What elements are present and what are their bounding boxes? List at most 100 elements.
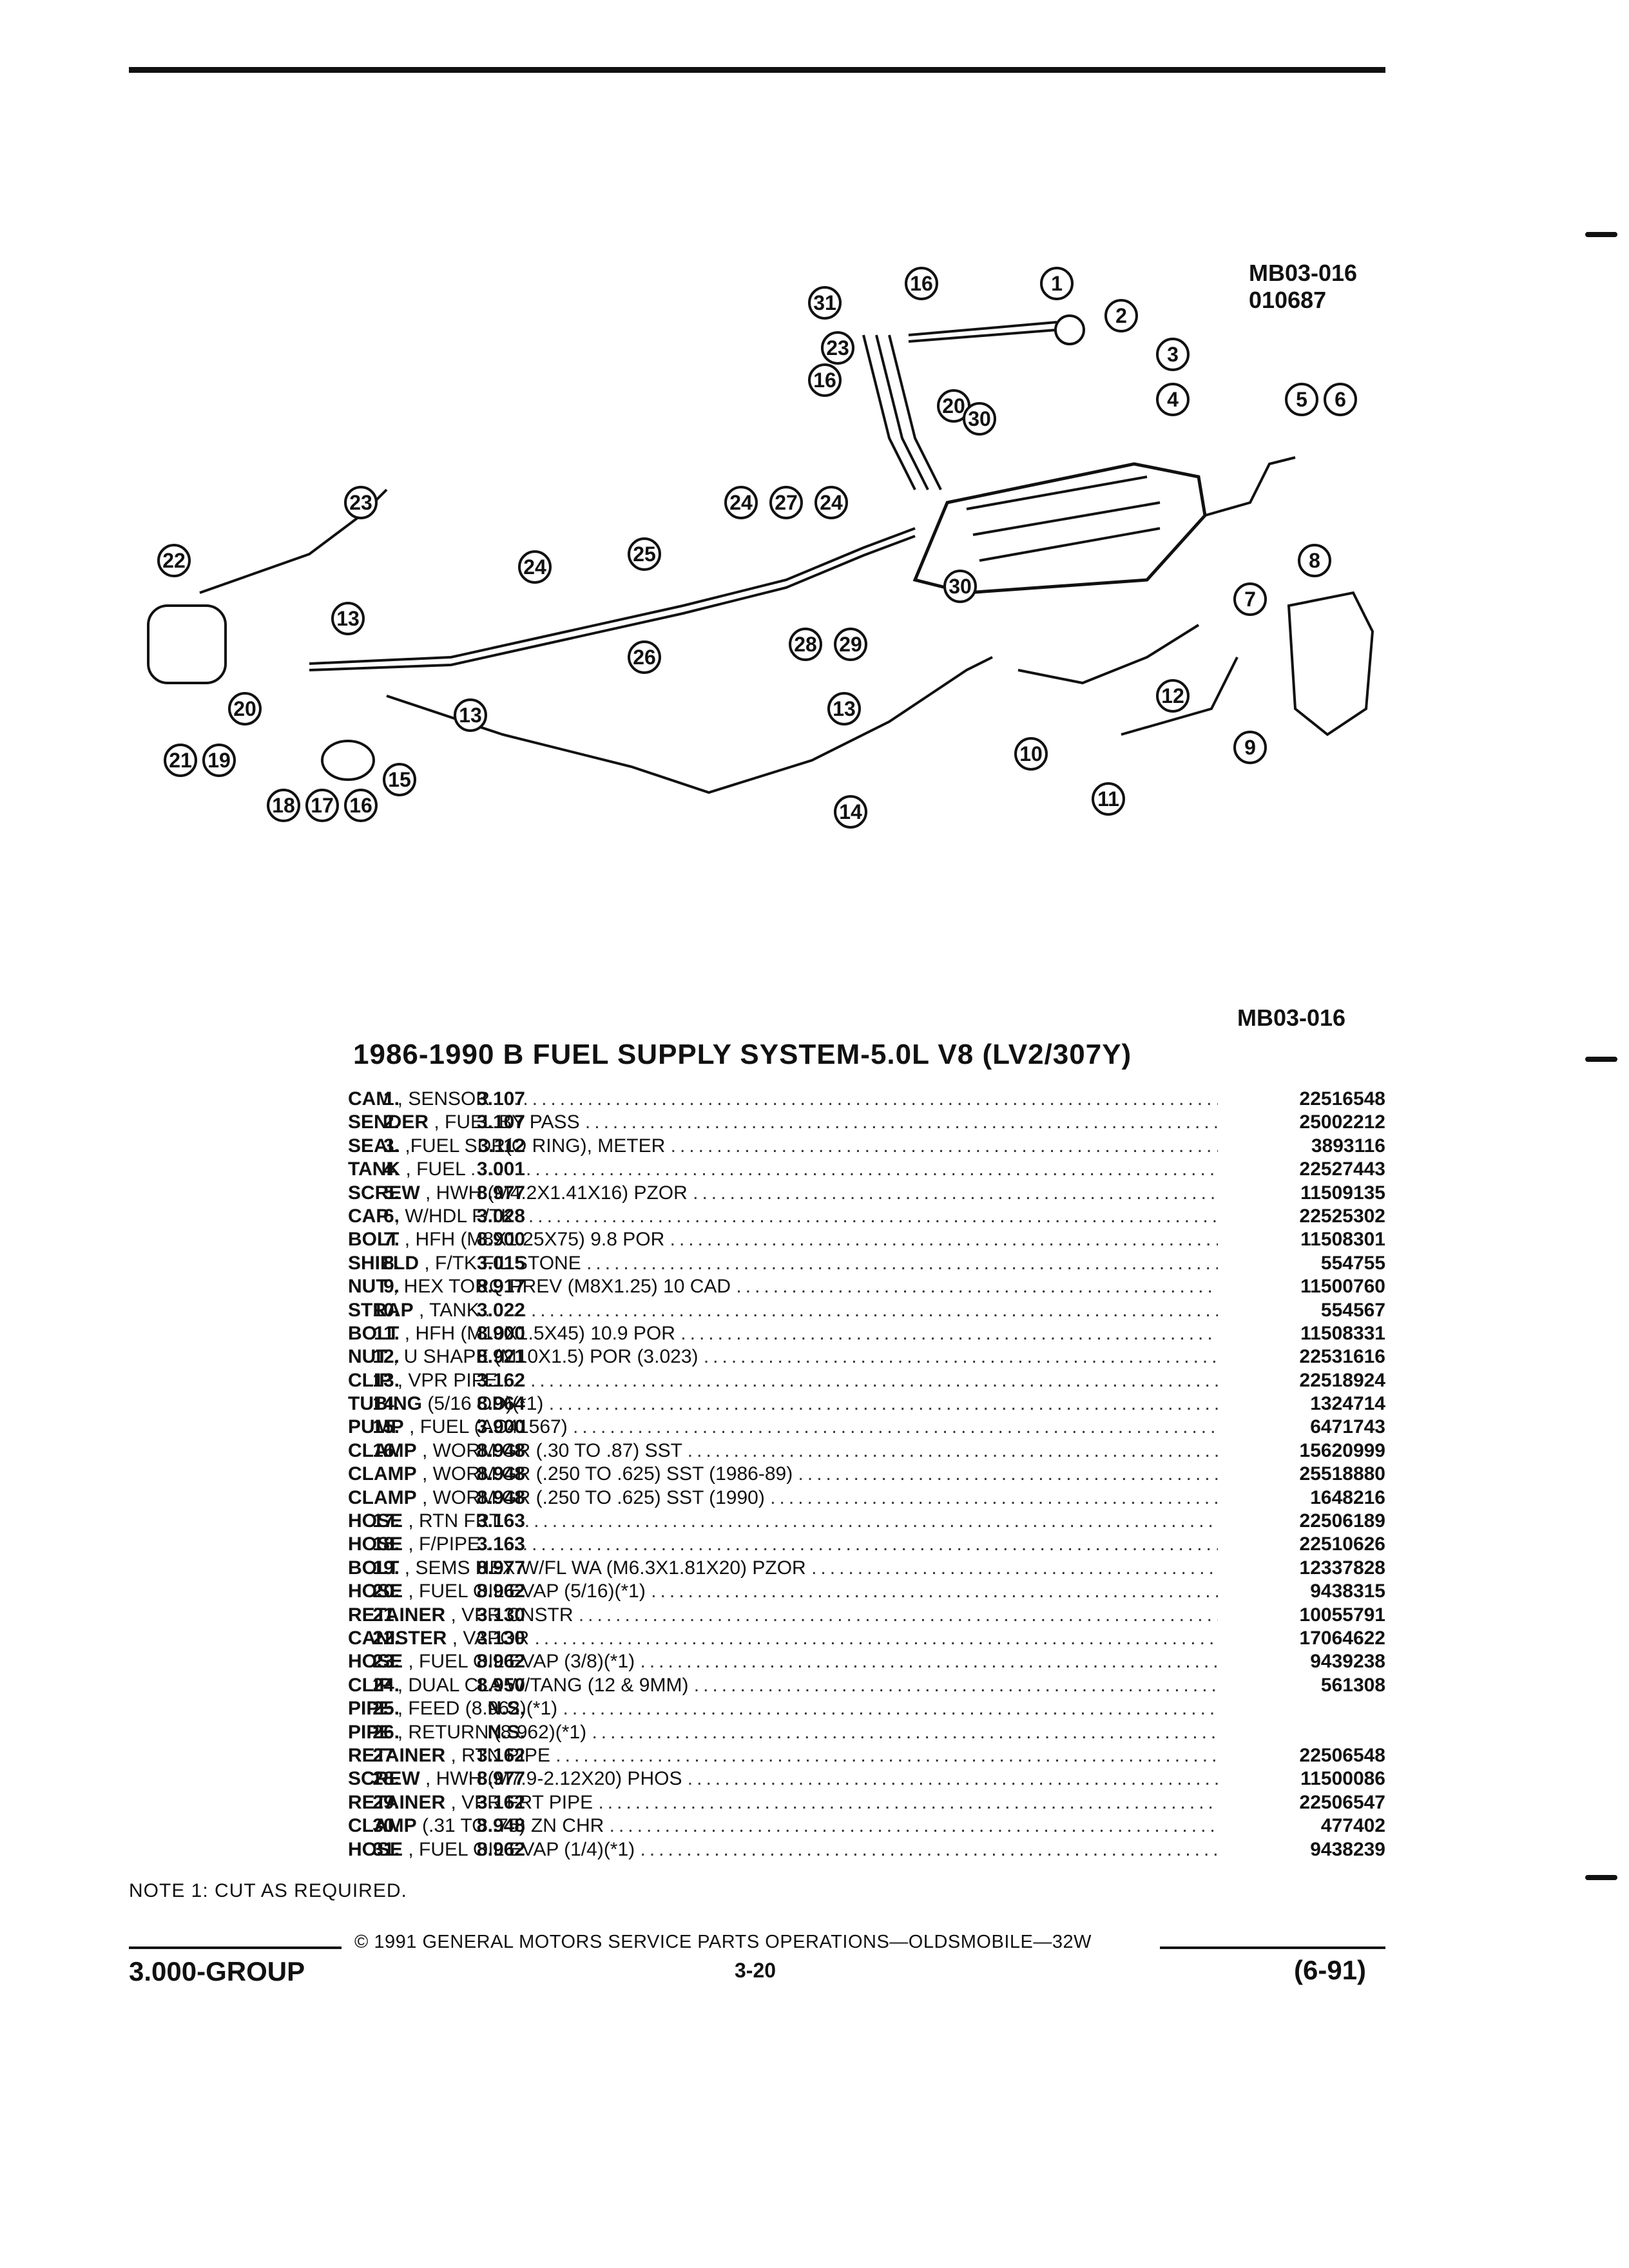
part-description: CLAMP , WORM GR (.30 TO .87) SST .......… — [348, 1439, 1218, 1463]
callout-13b: 13 — [454, 698, 487, 732]
leader-dots: ........................................… — [534, 1627, 1218, 1649]
part-group: 8.921 — [476, 1346, 525, 1368]
part-description: SHIELD , F/TK FIL STONE ................… — [348, 1252, 1218, 1275]
callout-24c: 24 — [815, 486, 848, 519]
part-description: CLAMP (.31 TO .75) ZN CHR ..............… — [348, 1814, 1218, 1838]
part-detail: (.31 TO .75) ZN CHR — [422, 1815, 604, 1837]
svg-text:30: 30 — [968, 407, 991, 430]
part-description: SEAL ,FUEL SDR(O RING), METER ..........… — [348, 1135, 1218, 1158]
leader-dots: ........................................… — [485, 1533, 1218, 1555]
callout-13c: 13 — [827, 692, 861, 726]
vapor-canister — [147, 604, 227, 684]
part-catalog-number: 10055791 — [1294, 1603, 1385, 1627]
callout-11: 11 — [1092, 782, 1125, 816]
part-catalog-number: 1324714 — [1305, 1392, 1385, 1416]
part-catalog-number: 22506547 — [1294, 1791, 1385, 1814]
svg-text:15: 15 — [388, 768, 411, 791]
part-group: 3.107 — [476, 1111, 525, 1133]
part-group: 8.977 — [476, 1557, 525, 1579]
part-number: 27. — [372, 1744, 400, 1766]
edge-mark — [1585, 1057, 1617, 1062]
part-group: 3.162 — [476, 1744, 525, 1766]
part-name: NUT — [348, 1276, 388, 1298]
leader-dots: ........................................… — [640, 1651, 1218, 1673]
part-catalog-number: 11508301 — [1295, 1228, 1385, 1252]
part-description: PUMP , FUEL (AC41567) ..................… — [348, 1416, 1218, 1439]
part-description: HOSE , RTN FRT .........................… — [348, 1510, 1218, 1533]
part-description: RETAINER , VPR FRT PIPE ................… — [348, 1791, 1218, 1814]
part-name: SCREW — [348, 1182, 420, 1204]
callout-28: 28 — [789, 628, 822, 661]
part-detail: , FUEL — [405, 1158, 465, 1180]
part-detail: , W/HDL F/TK — [394, 1205, 514, 1227]
svg-text:5: 5 — [1296, 388, 1307, 411]
callout-12: 12 — [1156, 679, 1190, 713]
svg-text:13: 13 — [336, 607, 360, 630]
part-description: HOSE , F/PIPE ..........................… — [348, 1533, 1218, 1556]
part-description: CLAMP , WORM GR (.250 TO .625) SST (1990… — [348, 1486, 1218, 1510]
svg-text:22: 22 — [162, 549, 186, 572]
leader-dots: ........................................… — [687, 1768, 1218, 1790]
part-description: PIPE , RETURN (8.962)(*1) ..............… — [348, 1721, 1218, 1744]
part-catalog-number: 554567 — [1315, 1298, 1385, 1322]
part-number: 28. — [372, 1768, 400, 1790]
svg-text:26: 26 — [633, 646, 656, 669]
part-description: CLIP , VPR PIPE ........................… — [348, 1369, 1218, 1392]
svg-text:27: 27 — [775, 491, 798, 514]
callout-30a: 30 — [963, 402, 996, 436]
part-catalog-number: 22516548 — [1294, 1088, 1385, 1111]
part-description: CANISTER , VAPOR .......................… — [348, 1627, 1218, 1650]
part-name: PIPE — [348, 1698, 392, 1720]
part-group: 8.900 — [476, 1322, 525, 1344]
part-description: HOSE , FUEL OIL EVAP (5/16)(*1) ........… — [348, 1580, 1218, 1603]
fuel-system-exploded-diagram: 1 2 3 4 5 6 7 8 9 10 11 12 13 13 13 14 1… — [147, 267, 1374, 829]
part-name: CLIP — [348, 1674, 392, 1696]
leader-dots: ........................................… — [470, 1158, 1218, 1180]
group-label: 3.000-GROUP — [129, 1956, 305, 1986]
callout-25: 25 — [628, 537, 661, 571]
part-row: 26.N.S.PIPE , RETURN (8.962)(*1) .......… — [161, 1721, 1385, 1744]
svg-text:8: 8 — [1309, 549, 1320, 572]
part-catalog-number: 6471743 — [1305, 1416, 1385, 1439]
figure-reference: MB03-016 — [1237, 1004, 1346, 1031]
part-detail: , VPR FRT PIPE — [450, 1791, 593, 1813]
part-number: 4. — [383, 1158, 400, 1180]
svg-text:6: 6 — [1335, 388, 1346, 411]
part-number: 26. — [372, 1721, 400, 1743]
part-group: 3.900 — [476, 1416, 525, 1438]
part-name: HOSE — [348, 1651, 403, 1673]
part-detail: (5/16 OD)(*1) — [427, 1393, 544, 1415]
part-group: 3.163 — [476, 1510, 525, 1532]
part-detail: , HFH (M10X1.5X45) 10.9 POR — [404, 1322, 675, 1344]
callout-21: 21 — [164, 744, 197, 777]
evap-hoses — [862, 334, 942, 490]
callout-16b: 16 — [808, 363, 842, 397]
part-description: STRAP , TANK ...........................… — [348, 1299, 1218, 1322]
part-group: 8.962 — [476, 1838, 525, 1860]
part-group: 8.964 — [476, 1393, 525, 1415]
svg-text:16: 16 — [813, 369, 836, 392]
callout-24a: 24 — [518, 550, 552, 584]
svg-text:17: 17 — [311, 794, 334, 817]
part-number: 10. — [372, 1299, 400, 1321]
svg-text:24: 24 — [523, 555, 546, 579]
part-group: 3.162 — [476, 1369, 525, 1391]
part-name: CLIP — [348, 1369, 392, 1391]
part-name: RETAINER — [348, 1604, 446, 1626]
part-group: 3.163 — [476, 1533, 525, 1555]
callout-17: 17 — [305, 789, 339, 822]
leader-dots: ........................................… — [563, 1698, 1218, 1720]
part-detail: , HEX TORQ PREV (M8X1.25) 10 CAD — [393, 1276, 731, 1298]
part-number: 14. — [372, 1393, 400, 1415]
part-catalog-number: 9438315 — [1305, 1580, 1385, 1604]
svg-text:14: 14 — [839, 800, 862, 823]
footer-rule-left — [129, 1946, 342, 1949]
leader-dots: ........................................… — [670, 1229, 1218, 1251]
part-name: CAP — [348, 1205, 389, 1227]
